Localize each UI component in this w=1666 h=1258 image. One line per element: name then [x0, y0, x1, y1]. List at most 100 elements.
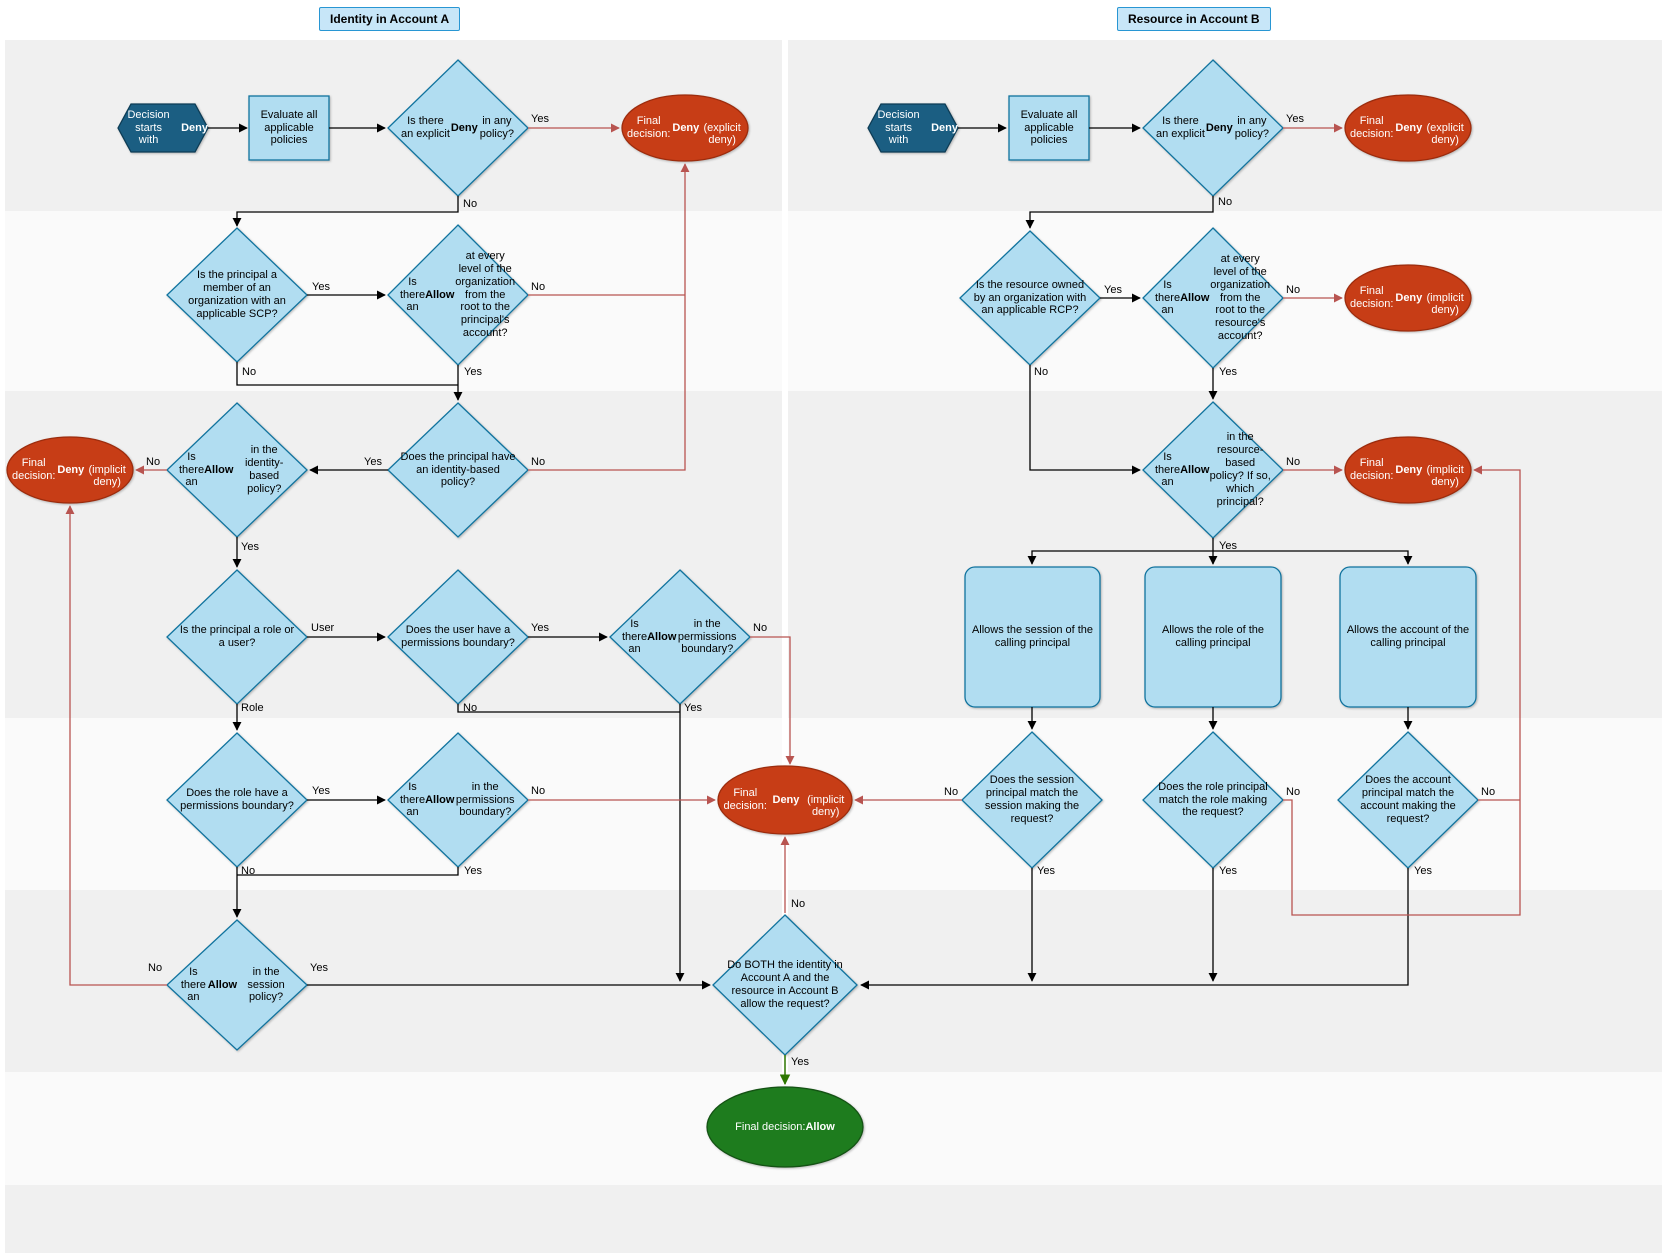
left-flow-title: Identity in Account A	[319, 7, 461, 31]
account-match-label: Does the account principal match the acc…	[1360, 774, 1456, 825]
edge-label-no-both: No	[791, 898, 806, 910]
edge-rbp-to-session-box	[1027, 550, 1213, 565]
edge-label-yes-session: Yes	[310, 962, 328, 974]
edge-label-no-sessionmatch: No	[944, 786, 959, 798]
pb-allow-user-label: Is there an Allow in the permissions bou…	[622, 617, 737, 656]
org-allow-left-label: Is there an Allow at every level of the …	[400, 249, 516, 340]
evaluate-policies-box-left	[248, 95, 330, 161]
rcp-label: Is the resource owned by an organization…	[973, 278, 1087, 317]
final-allow	[706, 1086, 864, 1168]
node-shapes	[6, 59, 1479, 1168]
session-match-label: Does the session principal match the ses…	[984, 774, 1080, 825]
role-match-label: Does the role principal match the role m…	[1158, 780, 1268, 819]
edge-label-no-scp: No	[242, 366, 257, 378]
band-row5-left	[5, 890, 782, 1072]
band-row7-full	[5, 1185, 1662, 1253]
final-deny-explicit-left	[621, 94, 749, 162]
edge-accountmatch-yes	[860, 868, 1409, 990]
edge-label-no-explicit-left: No	[463, 198, 478, 210]
edge-label-yes-scp: Yes	[312, 281, 330, 293]
edge-label-yes-sessionmatch: Yes	[1037, 865, 1055, 877]
final-deny-implicit-right-2	[1344, 436, 1472, 504]
final-deny-implicit-left	[6, 436, 134, 504]
edge-label-yes-accountmatch: Yes	[1414, 865, 1432, 877]
edge-label-yes-both: Yes	[791, 1056, 809, 1068]
deny-implicit-right2-label: Final decision:Deny(implicit deny)	[1349, 457, 1464, 489]
final-deny-implicit-center	[717, 765, 853, 835]
edge-label-yes-rolematch: Yes	[1219, 865, 1237, 877]
identity-exists-label: Does the principal have an identity-base…	[400, 450, 516, 489]
edge-label-yes-userpb: Yes	[531, 622, 549, 634]
both-accounts-label: Do BOTH the identity in Account A and th…	[727, 959, 843, 1010]
edge-label-no-pballowrole: No	[531, 785, 546, 797]
edge-label-no-pballowuser: No	[753, 622, 768, 634]
edge-label-no-explicit-right: No	[1218, 196, 1233, 208]
edge-label-yes-idballow: Yes	[241, 541, 259, 553]
edge-rcp-no	[1029, 365, 1141, 475]
edge-label-no-session: No	[148, 962, 163, 974]
edge-label-no-rolematch: No	[1286, 786, 1301, 798]
final-deny-explicit-right	[1344, 94, 1472, 162]
identity-exists-diamond	[387, 402, 529, 538]
edge-idbexists-no	[528, 163, 690, 471]
scp-label: Is the principal a member of an organiza…	[188, 269, 286, 320]
edge-label-no-orgallow-left: No	[531, 281, 546, 293]
edge-pballowuser-no	[750, 636, 795, 765]
final-allow-label: Final decision:Allow	[735, 1120, 835, 1133]
deny-implicit-right1-label: Final decision:Deny(implicit deny)	[1349, 285, 1464, 317]
edge-explicit-no-left	[232, 196, 459, 227]
final-deny-implicit-right-1	[1344, 264, 1472, 332]
explicit-right-label: Is there an explicit Deny in any policy?	[1155, 115, 1269, 140]
edge-label-no-accountmatch: No	[1481, 786, 1496, 798]
edge-label-yes-idbexists: Yes	[364, 456, 382, 468]
deny-explicit-right-label: Final decision:Deny(explicit deny)	[1349, 115, 1464, 147]
evaluate-policies-box-right	[1008, 95, 1090, 161]
user-boundary-label: Does the user have a permissions boundar…	[401, 624, 515, 649]
edge-rbp-to-account-box	[1213, 550, 1413, 565]
role-or-user-label: Is the principal a role or a user?	[179, 624, 295, 649]
edge-label-role: Role	[241, 702, 264, 714]
edge-label-yes-explicit-right: Yes	[1286, 113, 1304, 125]
edge-label-no-rcp: No	[1034, 366, 1049, 378]
deny-explicit-left-label: Final decision:Deny(explicit deny)	[626, 115, 741, 147]
deny-implicit-left-label: Final decision:Deny(implicit deny)	[11, 457, 126, 489]
edge-label-yes-orgallow-left: Yes	[464, 366, 482, 378]
pb-allow-role-label: Is there an Allow in the permissions bou…	[400, 780, 515, 819]
edge-label-yes-pballowrole: Yes	[464, 865, 482, 877]
edge-label-yes-pballowuser: Yes	[684, 702, 702, 714]
edge-label-no-rolepb: No	[241, 865, 256, 877]
session-allow-label: Is there an Allow in the session policy?	[180, 965, 285, 1004]
edge-label-yes-rcp: Yes	[1104, 284, 1122, 296]
edge-label-no-idballow: No	[146, 456, 161, 468]
edge-rolematch-no	[1283, 465, 1521, 916]
allows-account-label: Allows the account of the calling princi…	[1346, 624, 1470, 649]
edge-scp-no	[236, 362, 458, 386]
edge-session-no	[65, 505, 167, 986]
edge-label-user: User	[311, 622, 335, 634]
edge-userpb-no	[457, 704, 680, 713]
edge-label-no-userpb: No	[463, 702, 478, 714]
edges	[65, 123, 1521, 1086]
deny-implicit-center-label: Final decision:Deny(implicit deny)	[723, 787, 845, 819]
edge-label-yes-explicit-left: Yes	[531, 113, 549, 125]
edge-label-yes-rbp: Yes	[1219, 540, 1237, 552]
org-allow-right-label: Is there an Allow at every level of the …	[1155, 252, 1271, 343]
eval-left-label: Evaluate all applicable policies	[260, 108, 318, 147]
identity-allow-label: Is there an Allow in the identity-based …	[179, 444, 284, 495]
edge-explicit-no-right	[1025, 196, 1214, 229]
allows-role-label: Allows the role of the calling principal	[1161, 624, 1265, 649]
explicit-left-label: Is there an explicit Deny in any policy?	[400, 115, 514, 140]
right-flow-title: Resource in Account B	[1117, 7, 1271, 31]
edge-label-yes-rolepb: Yes	[312, 785, 330, 797]
eval-right-label: Evaluate all applicable policies	[1020, 108, 1078, 147]
edge-label-no-rbp: No	[1286, 456, 1301, 468]
session-allow-diamond	[166, 919, 308, 1051]
edge-label-no-orgallow-right: No	[1286, 284, 1301, 296]
edge-pballowrole-yes	[237, 867, 459, 876]
edge-label-yes-orgallow-right: Yes	[1219, 366, 1237, 378]
resource-policy-label: Is there an Allow in the resource-based …	[1155, 431, 1271, 508]
